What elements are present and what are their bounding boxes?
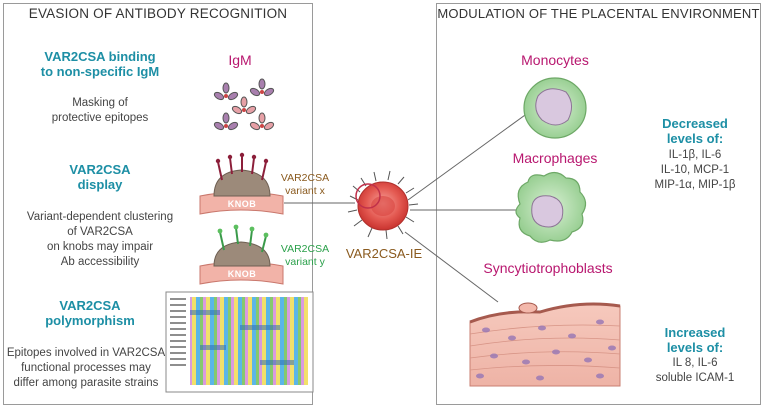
polymorphism-description: Epitopes involved in VAR2CSA functional … (6, 346, 166, 391)
polymorphism-heading-line1: VAR2CSA (59, 298, 121, 313)
decreased-heading: Decreased levels of: (640, 116, 750, 146)
increased-item-2: soluble ICAM-1 (655, 372, 735, 384)
knob-label-x: KNOB (227, 199, 257, 209)
polymorphism-desc-line3: differ among parasite strains (13, 377, 159, 389)
igm-antibodies-illustration (213, 78, 275, 131)
igm-label: IgM (228, 52, 252, 68)
increased-heading-line1: Increased (664, 325, 726, 340)
macrophage-illustration (515, 171, 587, 243)
monocyte-illustration (523, 77, 587, 139)
var2csa-ie-label: VAR2CSA-IE (345, 246, 423, 261)
variant-x-label: VAR2CSA variant x (280, 172, 330, 198)
variant-y-label: VAR2CSA variant y (280, 243, 330, 269)
increased-heading: Increased levels of: (640, 325, 750, 355)
display-desc-line2: of VAR2CSA (67, 226, 133, 238)
variant-x-line1: VAR2CSA (280, 172, 330, 184)
syncytiotrophoblasts-label: Syncytiotrophoblasts (483, 260, 613, 276)
decreased-heading-line2: levels of: (666, 131, 724, 146)
monocytes-label: Monocytes (521, 52, 589, 68)
decreased-heading-line1: Decreased (662, 116, 728, 131)
variant-y-line1: VAR2CSA (280, 243, 330, 255)
variant-x-line2: variant x (285, 185, 325, 197)
increased-item-1: IL 8, IL-6 (672, 357, 718, 369)
sequence-alignment-illustration (165, 291, 314, 393)
display-heading-line2: display (77, 177, 123, 192)
igm-heading-line1: VAR2CSA binding (44, 49, 156, 64)
syncytiotrophoblast-tissue-illustration (469, 302, 621, 387)
macrophages-label: Macrophages (512, 150, 598, 166)
variant-y-line2: variant y (285, 256, 325, 268)
decreased-item-2: IL-10, MCP-1 (660, 164, 730, 176)
decreased-item-3: MIP-1α, MIP-1β (654, 179, 736, 191)
right-panel-title: MODULATION OF THE PLACENTAL ENVIRONMENT (437, 6, 760, 21)
polymorphism-heading-line2: polymorphism (45, 313, 135, 328)
increased-heading-line2: levels of: (666, 340, 724, 355)
decreased-item-1: IL-1β, IL-6 (668, 149, 722, 161)
igm-description: Masking of protective epitopes (20, 96, 180, 126)
knob-variant-y-illustration (199, 224, 284, 285)
display-heading: VAR2CSA display (20, 162, 180, 192)
knob-variant-x-illustration (199, 152, 284, 215)
display-heading-line1: VAR2CSA (69, 162, 131, 177)
increased-list: IL 8, IL-6 soluble ICAM-1 (630, 356, 760, 386)
infected-erythrocyte-illustration (347, 170, 419, 240)
display-desc-line4: Ab accessibility (60, 256, 140, 268)
igm-heading: VAR2CSA binding to non-specific IgM (20, 49, 180, 79)
display-description: Variant-dependent clustering of VAR2CSA … (14, 210, 186, 270)
igm-heading-line2: to non-specific IgM (40, 64, 160, 79)
display-desc-line3: on knobs may impair (46, 241, 154, 253)
left-panel-title: EVASION OF ANTIBODY RECOGNITION (28, 6, 288, 21)
display-desc-line1: Variant-dependent clustering (26, 211, 174, 223)
igm-desc-line2: protective epitopes (51, 112, 149, 124)
knob-label-y: KNOB (227, 269, 257, 279)
decreased-list: IL-1β, IL-6 IL-10, MCP-1 MIP-1α, MIP-1β (630, 148, 760, 193)
connector-lines (284, 109, 533, 303)
polymorphism-heading: VAR2CSA polymorphism (20, 298, 160, 328)
polymorphism-desc-line2: functional processes may (21, 362, 151, 374)
igm-desc-line1: Masking of (72, 97, 128, 109)
polymorphism-desc-line1: Epitopes involved in VAR2CSA (6, 347, 166, 359)
